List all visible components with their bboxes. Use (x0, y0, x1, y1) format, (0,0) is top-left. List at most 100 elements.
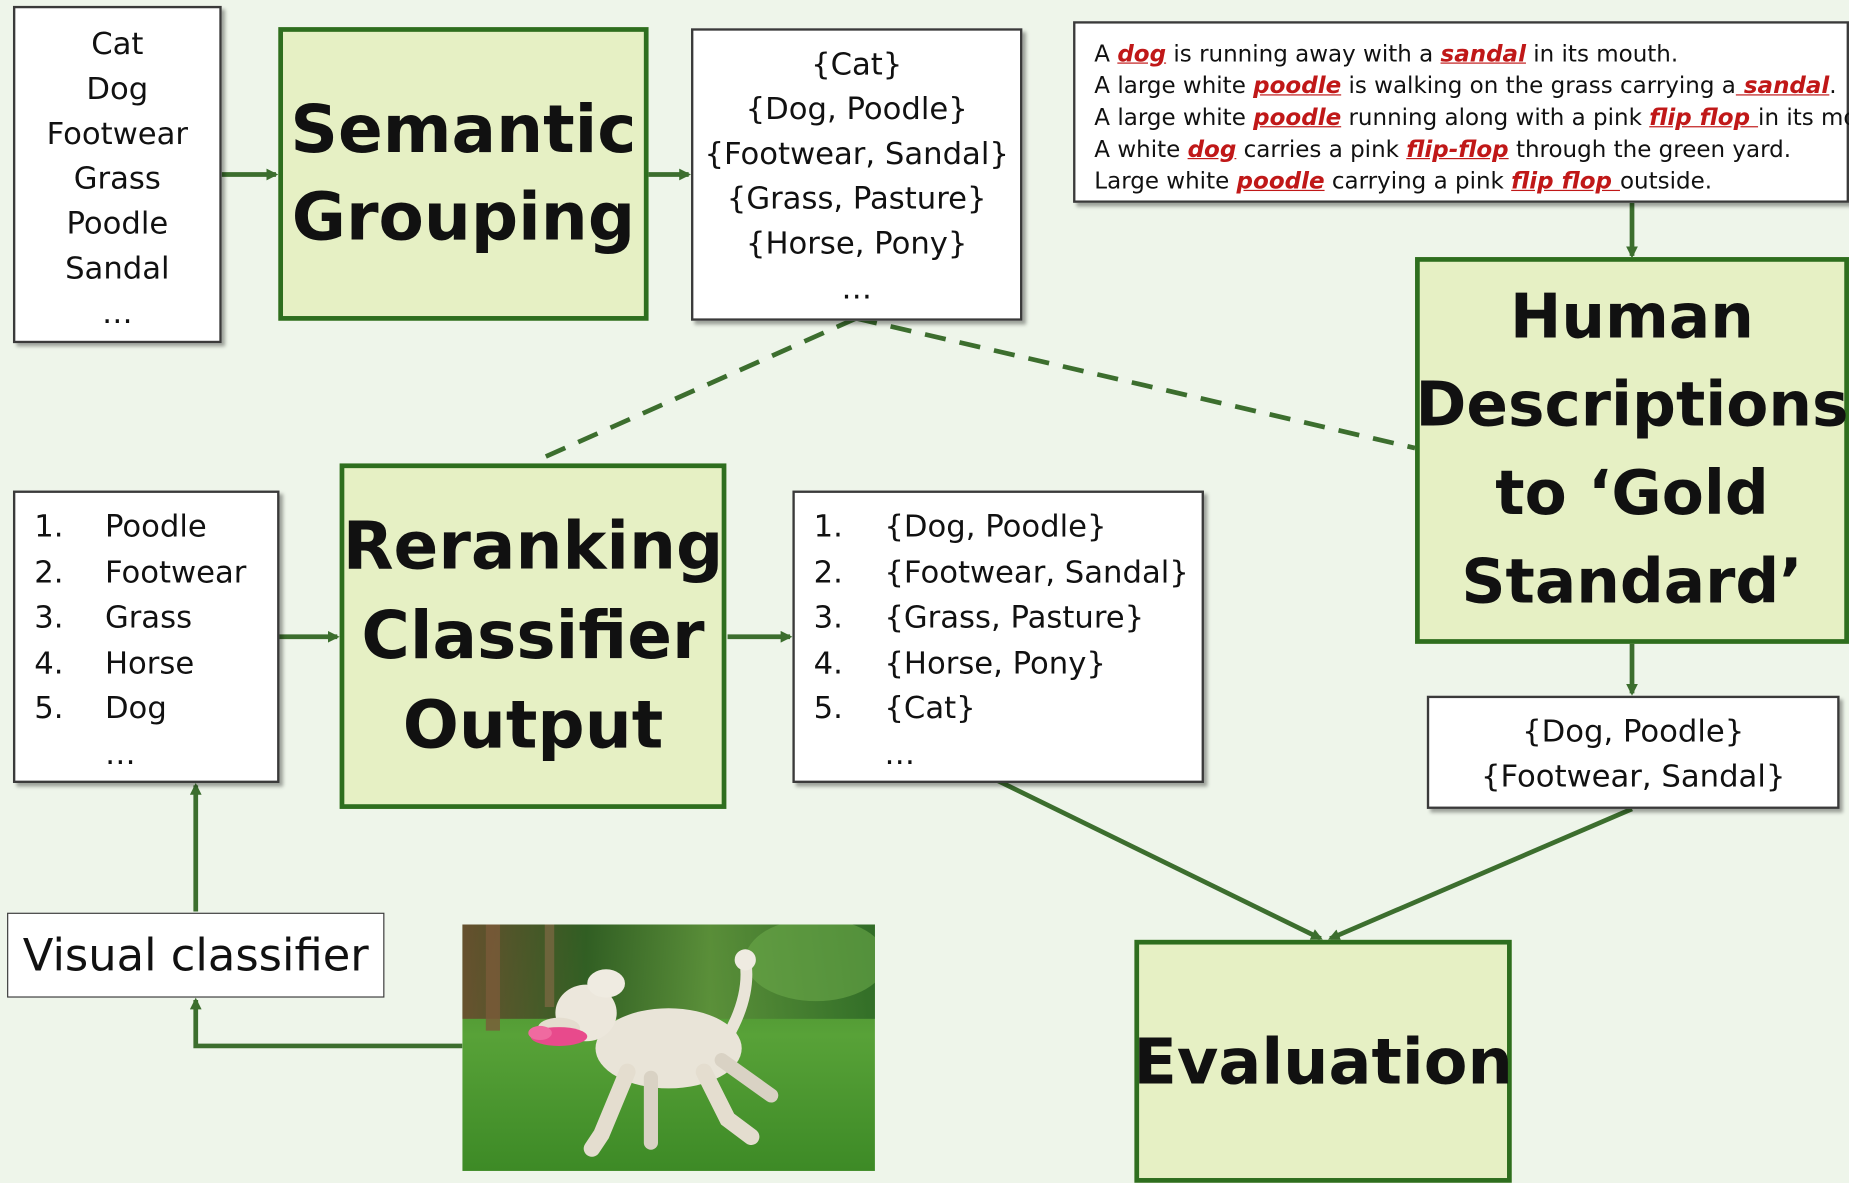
rank-number: 5. (34, 691, 64, 727)
reranking-box: Reranking Classifier Output (339, 463, 727, 809)
sentence-text: A (1094, 40, 1118, 68)
reranked-list-row: … (814, 732, 1202, 777)
human-descriptions-box: Human Descriptions to ‘Gold Standard’ (1415, 257, 1849, 644)
keyword: poodle (1236, 167, 1325, 195)
sentence-text: carrying a pink (1324, 167, 1512, 195)
sentence-text: is walking on the grass carrying a (1341, 71, 1736, 100)
sentence-text: outside. (1619, 167, 1713, 195)
rank-label: … (104, 736, 136, 772)
raw-label-item: Cat (91, 27, 144, 63)
keyword: sandal (1735, 71, 1830, 100)
grouped-labels-box: {Cat}{Dog, Poodle}{Footwear, Sandal}{Gra… (691, 28, 1023, 321)
sentence-text: carries a pink (1236, 135, 1407, 163)
rank-label: {Horse, Pony} (884, 645, 1106, 681)
rank-label: Horse (104, 645, 195, 681)
rank-label: {Dog, Poodle} (884, 509, 1107, 545)
sentence-text: through the green yard. (1508, 135, 1792, 163)
human-descriptions-line2: Descriptions (1415, 370, 1849, 442)
reranking-line3: Output (402, 686, 664, 764)
evaluation-label: Evaluation (1133, 1024, 1513, 1099)
classifier-list-row: 5. Dog (34, 686, 277, 731)
reranking-line1: Reranking (342, 507, 724, 585)
reranked-list-row: 3. {Grass, Pasture} (814, 595, 1202, 640)
sentence-text: Large white (1094, 167, 1237, 195)
rank-label: {Grass, Pasture} (884, 600, 1145, 636)
rank-number (34, 732, 105, 777)
grouped-label-item: {Cat} (811, 47, 903, 83)
rank-number: 4. (813, 645, 843, 681)
rank-number: 5. (813, 691, 843, 727)
reranked-list-row: 4. {Horse, Pony} (814, 641, 1202, 686)
sentence-text: is running away with a (1166, 40, 1441, 68)
reranked-list-row: 5.{Cat} (814, 686, 1202, 731)
raw-label-item: Footwear (46, 116, 189, 153)
rank-number: 1. (34, 509, 64, 545)
raw-label-item: Sandal (65, 251, 170, 287)
gold-standard-box: {Dog, Poodle}{Footwear, Sandal} (1426, 695, 1840, 809)
reranked-output-box: 1. {Dog, Poodle} 2. {Footwear, Sandal} 3. {Gr… (792, 490, 1204, 783)
human-descriptions-line1: Human (1510, 281, 1754, 353)
rank-number: 4. (34, 645, 64, 681)
keyword: flip-flop (1406, 135, 1509, 163)
keyword: poodle (1253, 103, 1342, 131)
arrow-output-to-evaluation (996, 778, 1323, 941)
rank-number: 1. (813, 509, 843, 545)
reranked-output-list: 1. {Dog, Poodle} 2. {Footwear, Sandal} 3. {Gr… (814, 505, 1202, 777)
poodle-photo (462, 924, 875, 1171)
description-sentence: A large white poodle is walking on the g… (1094, 70, 1846, 102)
sentence-text: in its mouth. (1758, 103, 1849, 131)
grouped-label-item: {Horse, Pony} (745, 226, 968, 262)
evaluation-box: Evaluation (1133, 939, 1513, 1183)
classifier-list-row: 3. Grass (34, 595, 277, 640)
keyword: flip flop (1511, 167, 1620, 195)
description-sentences: A dog is running away with a sandal in i… (1094, 38, 1849, 197)
rank-label: Dog (104, 691, 167, 727)
description-sentence: Large white poodle carrying a pink flip … (1094, 165, 1846, 197)
human-descriptions-text-box: A dog is running away with a sandal in i… (1073, 21, 1849, 203)
classifier-list-row: 4. Horse (34, 641, 277, 686)
dashed-link-left (532, 316, 858, 465)
rank-number: 3. (813, 600, 843, 636)
grouped-label-item: {Dog, Poodle} (745, 91, 968, 128)
raw-label-item: Grass (73, 161, 161, 197)
gold-standard-list: {Dog, Poodle}{Footwear, Sandal} (1429, 710, 1837, 800)
gold-standard-item: {Dog, Poodle} (1522, 714, 1745, 750)
human-descriptions-line3: to ‘Gold (1495, 458, 1769, 530)
keyword: poodle (1253, 71, 1342, 100)
rank-label: Grass (104, 600, 193, 636)
arrow-image-to-classifier (189, 997, 463, 1049)
keyword: sandal (1440, 40, 1526, 68)
arrow-gold-to-evaluation (1327, 806, 1633, 941)
sentence-text: . (1829, 71, 1837, 100)
rank-number: 3. (34, 600, 64, 636)
description-sentence: A white dog carries a pink flip-flop thr… (1094, 133, 1846, 165)
reranking-line2: Classifier (361, 597, 705, 674)
raw-label-item: Dog (86, 71, 149, 108)
raw-label-item: Poodle (66, 206, 169, 242)
description-sentence: A large white poodle running along with … (1094, 101, 1849, 133)
classifier-list-row: 2.Footwear (34, 550, 277, 595)
rank-number: 2. (813, 554, 843, 591)
raw-label-item: … (102, 295, 133, 332)
rank-label: {Footwear, Sandal} (884, 554, 1189, 591)
sentence-text: running along with a pink (1341, 103, 1650, 131)
description-sentence: A dog is running away with a sandal in i… (1094, 38, 1846, 70)
rank-label: … (884, 736, 916, 772)
sentence-text: A large white (1094, 103, 1254, 131)
sentence-text: in its mouth. (1525, 40, 1679, 68)
grouped-label-item: {Grass, Pasture} (726, 181, 987, 217)
classifier-list-row: … (34, 732, 277, 777)
semantic-grouping-box: Semantic Grouping (278, 27, 649, 321)
rank-number: 2. (34, 554, 64, 591)
grouped-label-item: … (841, 271, 873, 307)
semantic-grouping-line2: Grouping (291, 178, 636, 256)
classifier-list-row: 1.Poodle (34, 505, 277, 550)
sentence-text: A white (1094, 135, 1188, 163)
visual-classifier-box: Visual classifier (7, 912, 385, 998)
visual-classifier-label: Visual classifier (22, 929, 369, 982)
rank-number (814, 732, 885, 777)
